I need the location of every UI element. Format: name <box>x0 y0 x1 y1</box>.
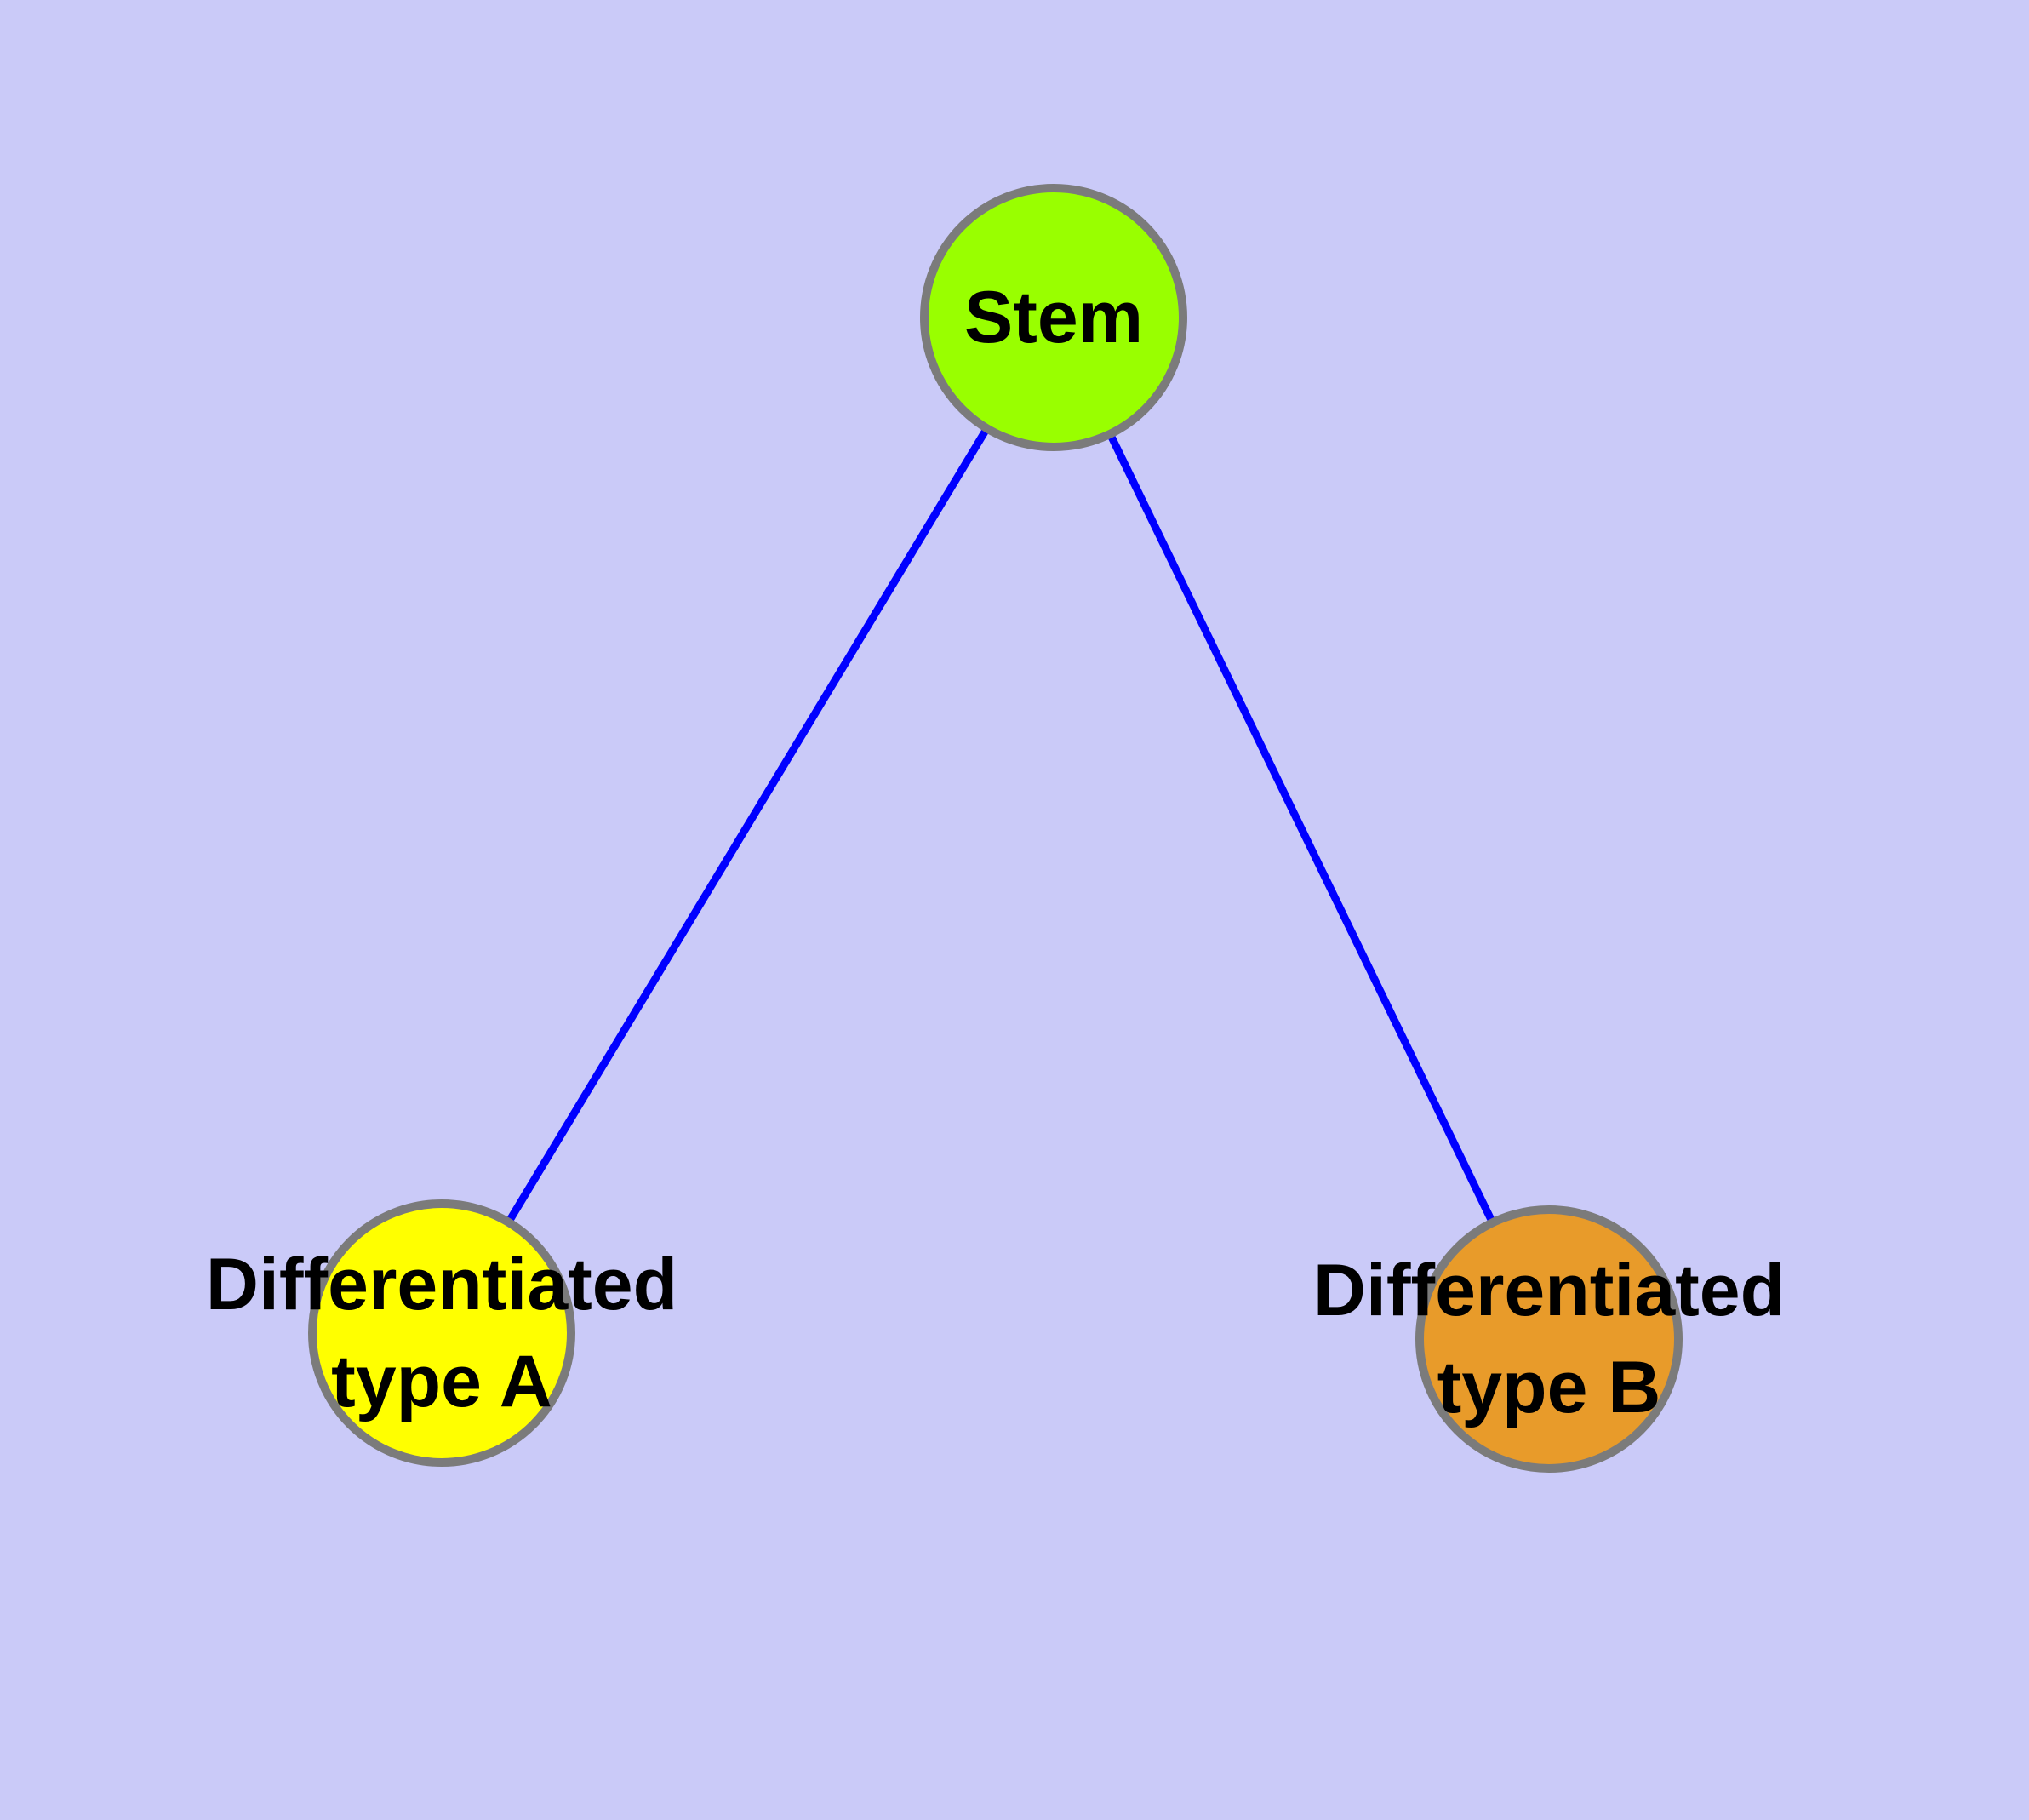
type-b-node-circle <box>1415 1205 1683 1473</box>
stem-node-circle <box>920 184 1187 451</box>
edge-stem-to-type-a <box>438 315 1057 1336</box>
type-a-node-label-line1: Differentiated <box>205 1244 678 1325</box>
stem-node-label-line: Stem <box>963 277 1144 358</box>
type-b-node-label-line2: type B <box>1437 1347 1661 1428</box>
type-a-node-label-line2: type A <box>331 1341 552 1422</box>
type-a-node-circle <box>308 1199 575 1467</box>
type-b-node-label-line1: Differentiated <box>1312 1250 1786 1331</box>
type-a-node-label: Differentiated type A <box>206 1236 677 1430</box>
edge-stem-to-type-b <box>1049 316 1553 1341</box>
type-b-node-label: Differentiated type B <box>1313 1242 1785 1436</box>
stem-node-label: Stem <box>964 269 1143 366</box>
